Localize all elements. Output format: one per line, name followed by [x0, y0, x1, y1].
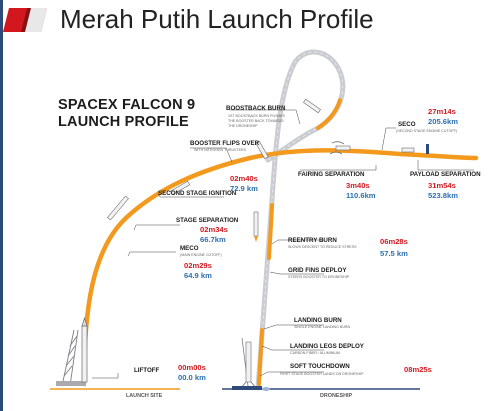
- payload-separation-label: PAYLOAD SEPARATION: [410, 171, 481, 178]
- booster-flips-subtitle: WITH NITROGEN THRUSTERS: [194, 148, 247, 152]
- leader-lines: [92, 109, 474, 379]
- landing-legs-label: LANDING LEGS DEPLOY: [290, 343, 365, 350]
- soft-touchdown-time: 08m25s: [404, 365, 432, 374]
- booster-flips-label: BOOSTER FLIPS OVER: [190, 140, 260, 147]
- diagram-title-line-1: SPACEX FALCON 9: [58, 97, 196, 113]
- reentry-burn-distance: 57.5 km: [380, 249, 408, 258]
- landing-burn-subtitle: SINGLE ENGINE LANDING BURN: [294, 325, 351, 329]
- stage-separation-distance: 66.7km: [200, 235, 226, 244]
- red-flag-icon: [3, 8, 47, 32]
- droneship-icon: [232, 386, 270, 391]
- grid-fins-label: GRID FINS DEPLOY: [288, 267, 347, 274]
- landed-booster-icon: [240, 337, 257, 389]
- payload-separation-time: 31m54s: [428, 181, 456, 190]
- seco-time: 27m14s: [428, 107, 456, 116]
- meco-label: MECO: [180, 245, 199, 252]
- second-stage-ignition-distance: 72.9 km: [230, 184, 258, 193]
- reentry-burn-subtitle: SLOWS DESCENT TO REDUCE STRESS: [288, 245, 357, 249]
- droneship-label: DRONESHIP: [320, 393, 352, 399]
- second-stage-icon: [329, 141, 351, 155]
- meco-distance: 64.9 km: [184, 271, 212, 280]
- reentry-burn-time: 06m28s: [380, 237, 408, 246]
- launch-tower: [56, 329, 86, 387]
- seco-subtitle: (SECOND STAGE ENGINE CUTOFF): [396, 129, 457, 133]
- reentry-burn-label: REENTRY BURN: [288, 237, 337, 244]
- fairing-separation-label: FAIRING SEPARATION: [298, 171, 365, 178]
- booster-flip-icon: [255, 140, 269, 160]
- rocket-ascent-icon: [107, 195, 129, 221]
- payload-separation-distance: 523.8km: [428, 191, 458, 200]
- launch-site-label: LAUNCH SITE: [126, 393, 163, 399]
- rocket-on-pad-icon: [81, 316, 88, 383]
- boostback-booster-icon: [303, 98, 321, 114]
- seco-stage-icon: [401, 144, 429, 154]
- fairing-separation-time: 3m40s: [346, 181, 370, 190]
- slide-title: Merah Putih Launch Profile: [60, 4, 374, 34]
- landing-burn-label: LANDING BURN: [294, 317, 342, 324]
- seco-distance: 205.6km: [428, 117, 458, 126]
- grid-fins-subtitle: STEERS BOOSTER TO DRONESHIP: [288, 275, 350, 279]
- seco-label: SECO: [398, 121, 416, 128]
- fairing-separation-distance: 110.6km: [346, 191, 376, 200]
- boostback-burn-subtitle-1: 1ST BOOSTBACK BURN PUSHES: [228, 114, 285, 118]
- boostback-burn-subtitle-2: THE BOOSTER BACK TOWARDS: [228, 119, 284, 123]
- second-stage-ignition-time: 02m40s: [230, 174, 258, 183]
- soft-touchdown-subtitle: FIRST STAGE BOOSTER LANDS ON DRONESHIP: [280, 372, 364, 376]
- reentry-burn-segment: [267, 203, 274, 260]
- liftoff-time: 00m00s: [178, 363, 206, 372]
- diagram-title-line-2: LAUNCH PROFILE: [58, 114, 189, 130]
- meco-subtitle: (MAIN ENGINE CUTOFF): [180, 253, 222, 257]
- descending-booster-icon: [253, 211, 259, 242]
- stage-separation-label: STAGE SEPARATION: [176, 217, 239, 224]
- liftoff-label: LIFTOFF: [134, 367, 160, 374]
- rocket-ascent-icon-2: [169, 180, 191, 196]
- soft-touchdown-label: SOFT TOUCHDOWN: [290, 363, 350, 370]
- boostback-burn-label: BOOSTBACK BURN: [226, 105, 286, 112]
- boostback-burn-subtitle-3: THE DRONESHIP: [228, 124, 258, 128]
- boostback-burn-segment: [316, 98, 342, 130]
- stage-separation-time: 02m34s: [200, 225, 228, 234]
- slide-accent-bar: [0, 0, 3, 411]
- liftoff-distance: 00.0 km: [178, 373, 206, 382]
- meco-time: 02m29s: [184, 261, 212, 270]
- landing-legs-subtitle: CARBON FIBER / ALUMINIUM: [290, 351, 340, 355]
- ascent-path: [81, 148, 479, 387]
- landing-burn-segment: [257, 328, 264, 386]
- second-stage-ignition-label: SECOND STAGE IGNITION: [158, 190, 237, 197]
